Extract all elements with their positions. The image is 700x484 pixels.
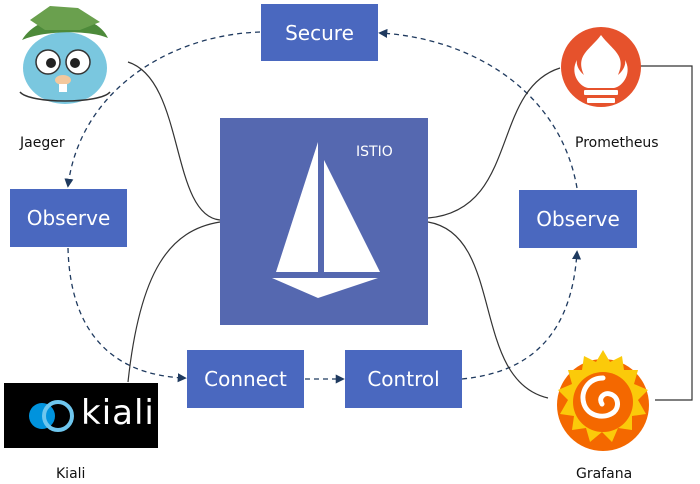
prometheus-caption: Prometheus bbox=[575, 135, 659, 151]
line-jaeger-istio bbox=[127, 61, 221, 221]
kiali-logo: kiali bbox=[4, 383, 158, 448]
grafana-swirl-icon bbox=[557, 350, 649, 451]
kiali-wordmark: kiali bbox=[81, 393, 155, 433]
grafana-caption: Grafana bbox=[576, 466, 633, 482]
edge-observe-left-connect bbox=[67, 247, 187, 383]
observe-left-node: Observe bbox=[10, 189, 127, 247]
secure-node: Secure bbox=[261, 4, 378, 61]
connect-node: Connect bbox=[187, 350, 304, 408]
edge-control-observe-right bbox=[461, 250, 582, 380]
kiali-icon bbox=[29, 400, 74, 432]
observe-right-node: Observe bbox=[519, 190, 637, 248]
prometheus-flame-icon bbox=[561, 27, 641, 107]
gopher-icon bbox=[19, 6, 111, 104]
line-prometheus-istio bbox=[427, 67, 561, 219]
istio-label: ISTIO bbox=[356, 144, 393, 160]
jaeger-caption: Jaeger bbox=[20, 135, 65, 151]
line-grafana-istio bbox=[427, 221, 549, 399]
kiali-caption: Kiali bbox=[56, 466, 86, 482]
istio-sail-icon bbox=[272, 142, 380, 298]
control-node: Control bbox=[345, 350, 462, 408]
edge-observe-right-secure bbox=[378, 28, 578, 189]
line-kiali-istio bbox=[127, 221, 221, 383]
line-prometheus-grafana bbox=[640, 65, 693, 401]
